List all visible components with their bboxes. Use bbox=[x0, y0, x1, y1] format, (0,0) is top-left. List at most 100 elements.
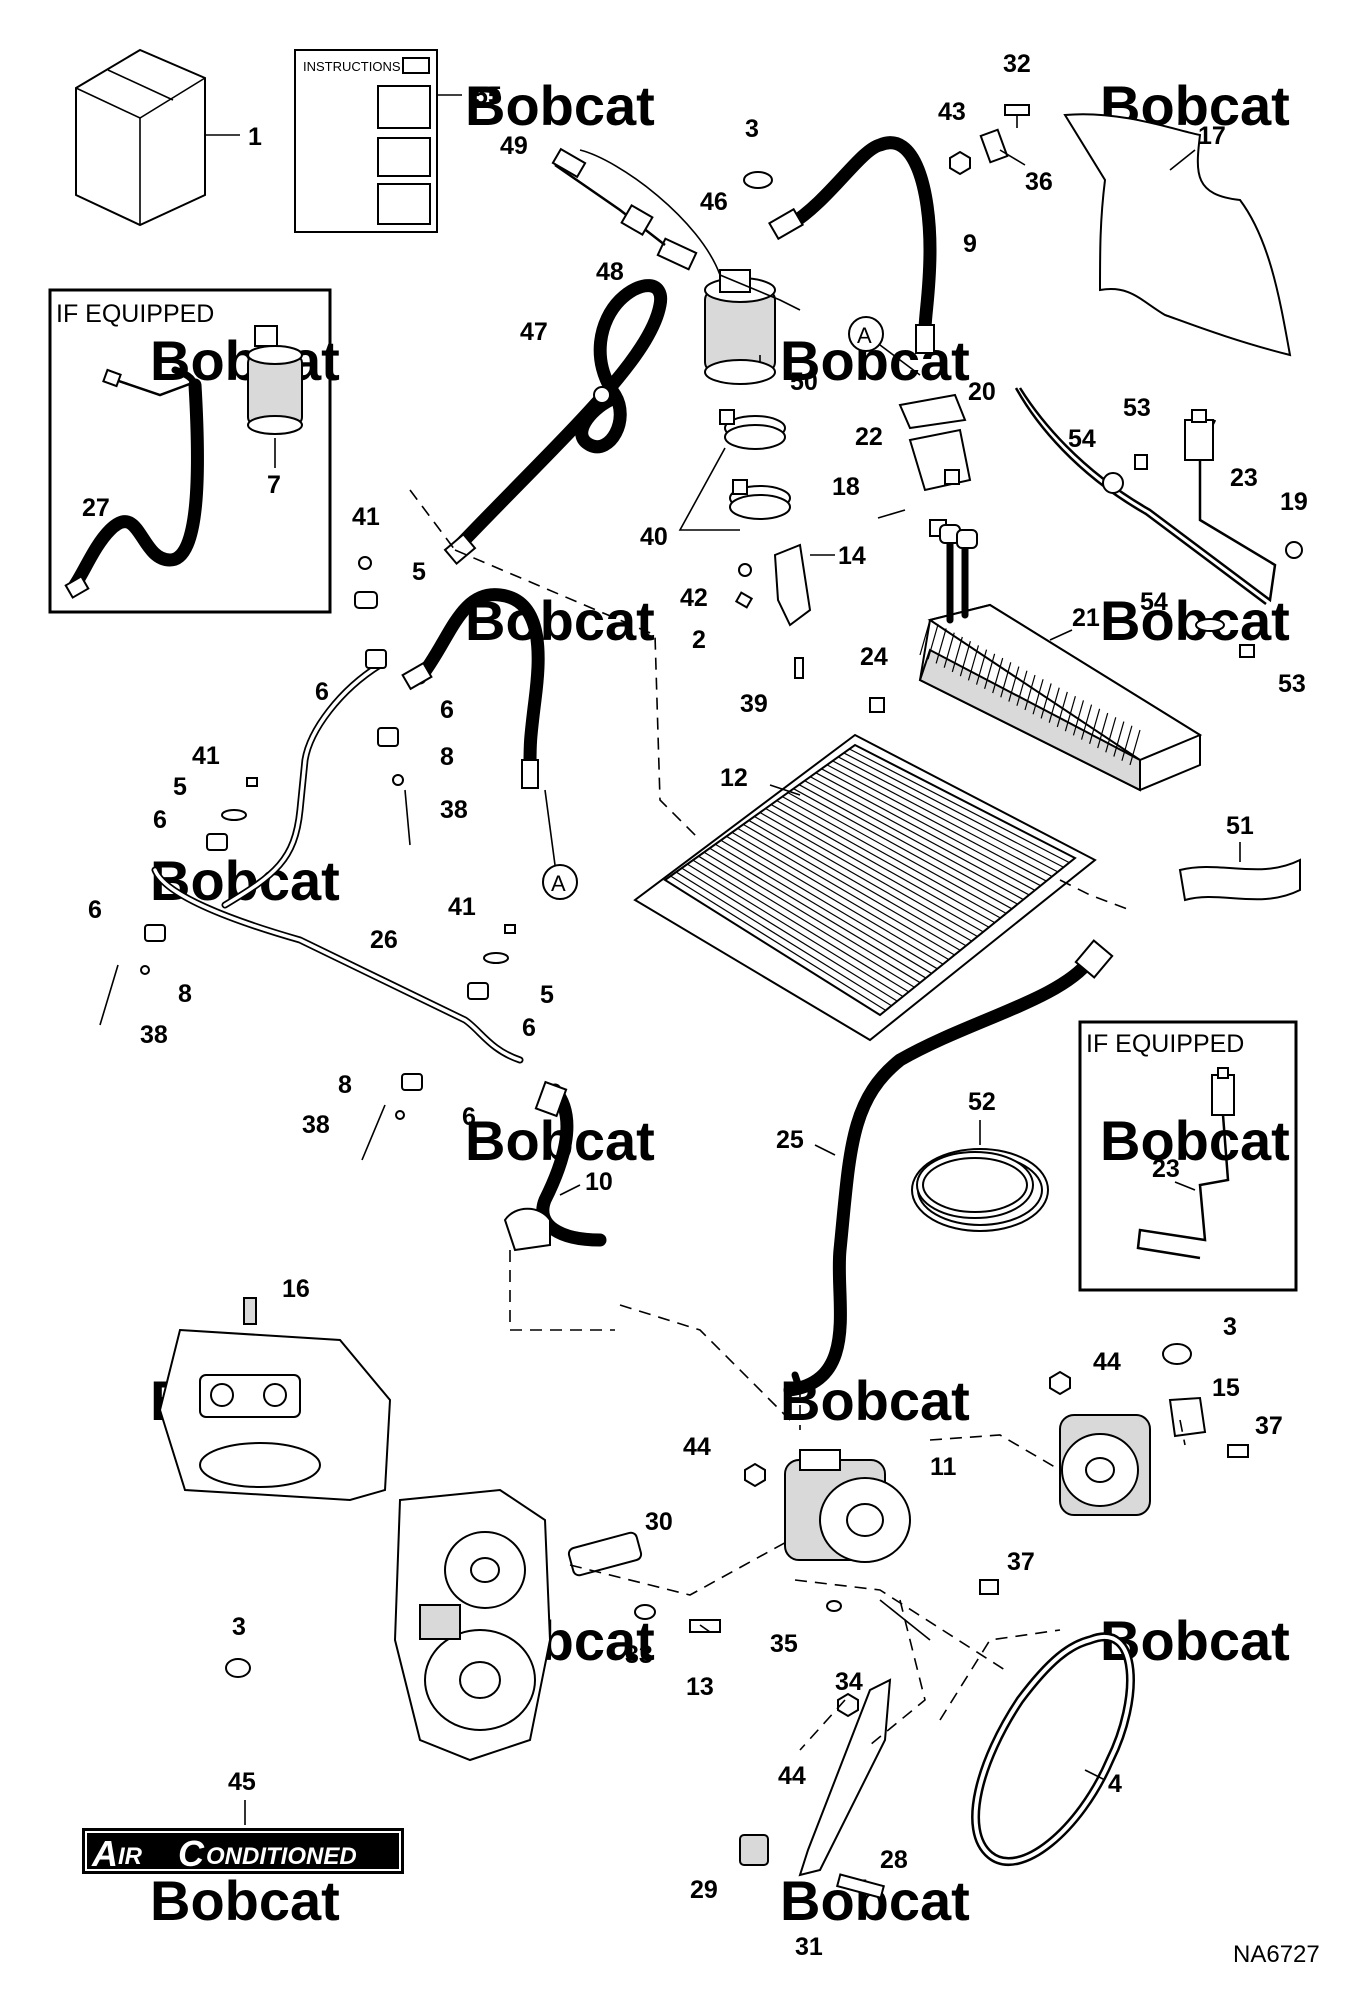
part-compressor-side-view bbox=[1049, 1343, 1249, 1516]
callout-55: 55 bbox=[474, 82, 502, 110]
evaporator-fin-line bbox=[919, 619, 931, 656]
condenser-fin-line bbox=[793, 788, 1013, 910]
instructions-label: INSTRUCTIONS bbox=[303, 59, 401, 74]
evaporator-fin-line bbox=[975, 649, 988, 685]
condenser-fin-line bbox=[810, 776, 1030, 896]
callout-53: 53 bbox=[1123, 394, 1151, 422]
callout-6: 6 bbox=[315, 678, 329, 706]
callout-27: 27 bbox=[82, 494, 110, 522]
condenser-fin-line bbox=[770, 804, 990, 928]
part-expansion-valve-group: A bbox=[848, 316, 972, 537]
callout-8: 8 bbox=[338, 1071, 352, 1099]
part-pressure-switch-48 bbox=[551, 147, 801, 311]
condenser-fin-line bbox=[664, 879, 881, 1016]
callout-5: 5 bbox=[173, 773, 187, 801]
evaporator-fin-line bbox=[959, 640, 971, 677]
callout-37: 37 bbox=[1255, 1412, 1283, 1440]
callout-2: 2 bbox=[692, 626, 706, 654]
callout-33: 33 bbox=[625, 1641, 653, 1669]
evaporator-fin-line bbox=[1016, 670, 1028, 706]
if-equipped-heading: IF EQUIPPED bbox=[1086, 1030, 1244, 1058]
callout-34: 34 bbox=[835, 1668, 863, 1696]
callout-20: 20 bbox=[968, 378, 996, 406]
part-idler-arm-28 bbox=[739, 1678, 892, 1899]
evaporator-fin-line bbox=[1032, 679, 1044, 715]
callout-40: 40 bbox=[640, 523, 668, 551]
part-clamp-hardware bbox=[99, 556, 516, 1161]
condenser-fin-line bbox=[754, 815, 973, 942]
evaporator-fin-line bbox=[1089, 708, 1101, 745]
badge-text-onditioned: ONDITIONED bbox=[206, 1843, 357, 1870]
callout-38: 38 bbox=[140, 1021, 168, 1049]
callout-16: 16 bbox=[282, 1275, 310, 1303]
evaporator-fin-line bbox=[1105, 717, 1117, 753]
callout-17: 17 bbox=[1198, 122, 1226, 150]
assembly-dashed-lines bbox=[409, 489, 1186, 1751]
condenser-fin-line bbox=[854, 744, 1076, 859]
callout-12: 12 bbox=[720, 764, 748, 792]
callout-21: 21 bbox=[1072, 604, 1100, 632]
callout-51: 51 bbox=[1226, 812, 1254, 840]
callout-layer: 1 55 49 3 46 48 32 43 36 17 9 47 50 20 2… bbox=[82, 50, 1308, 1961]
part-bracket-14 bbox=[734, 543, 835, 679]
if-equipped-cable-box: IF EQUIPPED bbox=[1078, 1020, 1298, 1292]
callout-31: 31 bbox=[795, 1933, 823, 1961]
condenser-fin-line bbox=[703, 851, 921, 984]
callout-23: 23 bbox=[1230, 464, 1258, 492]
condenser-fin-line bbox=[776, 800, 995, 924]
callout-5: 5 bbox=[540, 981, 554, 1009]
callout-6: 6 bbox=[522, 1014, 536, 1042]
diagram-code: NA6727 bbox=[1233, 1941, 1320, 1968]
callout-52: 52 bbox=[968, 1088, 996, 1116]
condenser-fin-line bbox=[698, 855, 915, 988]
evaporator-fin-line bbox=[967, 645, 980, 681]
watermark: Bobcat bbox=[150, 849, 340, 912]
callout-35: 35 bbox=[770, 1630, 798, 1658]
callout-3: 3 bbox=[1223, 1313, 1237, 1341]
callout-23: 23 bbox=[1152, 1155, 1180, 1183]
condenser-fin-line bbox=[837, 756, 1059, 873]
part-clamps-40 bbox=[678, 409, 791, 531]
callout-14: 14 bbox=[838, 542, 866, 570]
callout-41: 41 bbox=[352, 503, 380, 531]
callout-4: 4 bbox=[1108, 1770, 1122, 1798]
callout-8: 8 bbox=[178, 980, 192, 1008]
part-evaporator-21 bbox=[869, 524, 1203, 792]
part-control-panel-16 bbox=[158, 1297, 392, 1502]
part-engine bbox=[393, 1488, 552, 1762]
callout-32: 32 bbox=[1003, 50, 1031, 78]
callout-1: 1 bbox=[248, 123, 262, 151]
part-hose-10 bbox=[503, 1080, 607, 1252]
part-compressor-11 bbox=[744, 1449, 999, 1641]
evaporator-fin-line bbox=[984, 653, 996, 690]
evaporator-fin-line bbox=[951, 636, 963, 673]
condenser-fin-line bbox=[798, 784, 1018, 905]
watermark: Bobcat bbox=[150, 1869, 340, 1932]
watermark: Bobcat bbox=[150, 329, 340, 392]
callout-24: 24 bbox=[860, 643, 888, 671]
condenser-fin-line bbox=[687, 863, 904, 998]
condenser-fins bbox=[664, 744, 1076, 1016]
callout-6: 6 bbox=[462, 1103, 476, 1131]
callout-38: 38 bbox=[440, 796, 468, 824]
callout-30: 30 bbox=[645, 1508, 673, 1536]
condenser-fin-line bbox=[765, 808, 984, 933]
callout-45: 45 bbox=[228, 1768, 256, 1796]
callout-22: 22 bbox=[855, 423, 883, 451]
part-receiver-drier-50 bbox=[704, 269, 776, 385]
part-instructions-sheet: INSTRUCTIONS bbox=[294, 49, 462, 233]
condenser-fin-line bbox=[714, 843, 932, 974]
connector-a-label: A bbox=[551, 871, 566, 896]
part-tube-26: A bbox=[151, 588, 578, 1064]
callout-29: 29 bbox=[690, 1876, 718, 1904]
evaporator-fin-line bbox=[1024, 674, 1036, 711]
condenser-fin-line bbox=[804, 780, 1024, 901]
part-box-kit bbox=[75, 48, 240, 227]
callout-42: 42 bbox=[680, 584, 708, 612]
condenser-fin-line bbox=[826, 764, 1047, 882]
callout-19: 19 bbox=[1280, 488, 1308, 516]
badge-text-ir: IR bbox=[118, 1843, 143, 1870]
evaporator-fin-line bbox=[1080, 704, 1093, 740]
callout-43: 43 bbox=[938, 98, 966, 126]
evaporator-fin-line bbox=[1129, 729, 1141, 766]
